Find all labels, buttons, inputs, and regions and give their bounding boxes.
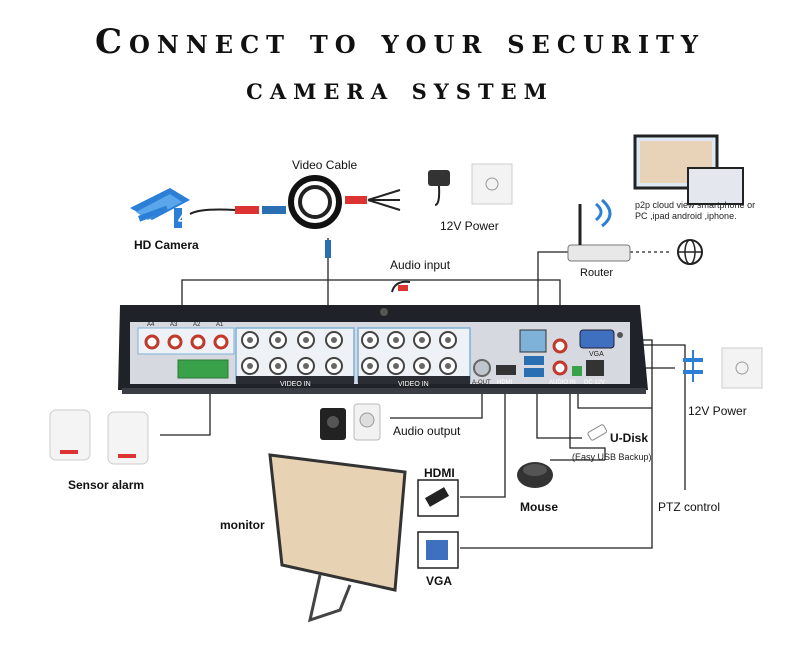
cloud-label: p2p cloud view smartphone or PC ,ipad an… [635,200,756,221]
vga-cable-icon [417,531,459,569]
audio-output-label: Audio output [393,424,461,438]
bnc-pin [247,363,253,369]
bnc-pin [303,363,309,369]
hdmi-cable-icon [417,479,459,517]
bnc-pin [331,337,337,343]
usb-disk-icon [587,424,608,441]
u-disk-sub-label: (Easy USB Backup) [572,452,652,462]
monitor-icon [268,453,407,623]
mouse-icon [517,462,553,488]
audio-port-label: AUDIO IN [549,380,576,386]
page-subtitle: camera system [246,72,554,107]
monitor-label: monitor [220,518,265,532]
page-title: Connect to your security [94,22,706,62]
video-in-label-2: VIDEO IN [398,381,429,388]
camera-cable [189,175,401,258]
power-right-label: 12V Power [688,404,747,418]
vga-label: VGA [426,574,453,588]
hd-camera-icon: 4 [130,188,190,228]
speaker-icon [320,403,381,441]
svg-text:4: 4 [178,211,187,228]
sensor-alarm-label: Sensor alarm [68,478,145,492]
power-right [683,347,763,389]
bnc-pin [419,337,425,343]
bnc-pin [445,337,451,343]
bnc-pin [275,337,281,343]
vga-port-label: VGA [589,351,604,358]
router-device [567,198,631,262]
audio-input-label: Audio input [390,258,451,272]
bnc-pin [275,363,281,369]
u-disk-label: U-Disk [610,431,649,445]
a-port-label: A4 [147,322,155,328]
mouse-label: Mouse [520,500,559,514]
bnc-pin [367,337,373,343]
power-adapter-top [428,163,513,206]
globe-icon [677,239,703,265]
video-cable-label: Video Cable [292,158,358,172]
a-port-label: A2 [193,322,201,328]
bnc-pin [247,337,253,343]
bnc-pin [445,363,451,369]
audio-in-ports [137,327,235,355]
hdmi-port-label: HDMI [497,380,513,386]
a-port-label: A3 [170,322,178,328]
aout-port-label: A-OUT [472,380,491,386]
a-port-label: A1 [216,322,224,328]
bnc-pin [393,337,399,343]
bnc-pin [303,337,309,343]
hdmi-label: HDMI [424,466,455,480]
bnc-pin [393,363,399,369]
cloud-devices [633,134,744,205]
bnc-pin [367,363,373,369]
dvr-recorder [118,305,648,394]
ptz-label: PTZ control [658,500,721,514]
dc-port-label: DC 12V [584,380,606,386]
bnc-pin [331,363,337,369]
video-in-label-1: VIDEO IN [280,381,311,388]
power-top-label: 12V Power [440,219,499,233]
hd-camera-label: HD Camera [134,238,199,252]
bnc-pin [419,363,425,369]
sensor-alarm-icon [49,409,149,465]
audio-input-plug [391,280,411,293]
router-label: Router [580,267,614,279]
